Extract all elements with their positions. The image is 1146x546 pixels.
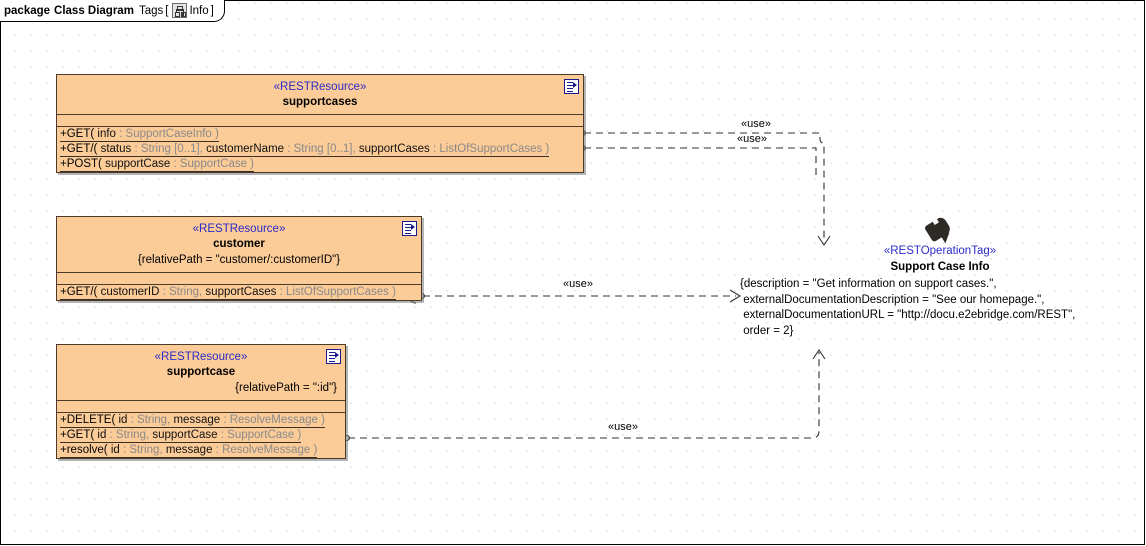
- dependency-use-2: [584, 147, 817, 175]
- document-icon[interactable]: [326, 349, 341, 364]
- tag-stereotype: «RESTOperationTag»: [883, 245, 997, 257]
- class-box-supportcases[interactable]: «RESTResource» supportcases +GET( info :…: [56, 74, 584, 173]
- class-constraint: {relativePath = ":id"}: [235, 382, 337, 394]
- tag-properties: {description = "Get information on suppo…: [740, 278, 1076, 337]
- class-box-customer[interactable]: «RESTResource» customer {relativePath = …: [56, 216, 422, 301]
- frame-keyword: package: [4, 4, 51, 17]
- class-stereotype: «RESTResource»: [154, 351, 248, 363]
- class-operations-compartment: +DELETE( id : String, message : ResolveM…: [57, 413, 345, 458]
- class-separator: [57, 272, 421, 273]
- arrowhead-right: [729, 289, 742, 303]
- connector-label-use-3: «use»: [563, 278, 593, 290]
- class-separator: [57, 400, 345, 401]
- class-header-supportcases: «RESTResource» supportcases: [57, 75, 583, 114]
- operation-row[interactable]: +POST( supportCase : SupportCase ): [60, 158, 255, 172]
- class-separator: [57, 114, 583, 115]
- dependency-use-4: [348, 352, 820, 439]
- class-operations-compartment: +GET( info : SupportCaseInfo ) +GET/( st…: [57, 127, 583, 172]
- class-header-supportcase: «RESTResource» supportcase {relativePath…: [57, 345, 345, 400]
- class-name: supportcase: [166, 366, 236, 378]
- class-attributes-compartment: [57, 115, 583, 126]
- class-operations-compartment: +GET/( customerID : String, supportCases…: [57, 285, 421, 300]
- arrowhead-up: [812, 349, 826, 360]
- operation-row[interactable]: +GET( id : String, supportCase : Support…: [60, 429, 302, 443]
- diagram-frame-label[interactable]: package Class Diagram Tags [ Info ]: [0, 0, 225, 22]
- document-icon[interactable]: [402, 221, 417, 236]
- frame-name: Class Diagram: [54, 4, 134, 17]
- class-separator: [57, 412, 345, 413]
- class-separator: [57, 284, 421, 285]
- frame-bracket-close: ]: [210, 4, 214, 17]
- class-stereotype: «RESTResource»: [192, 223, 286, 235]
- class-name: customer: [213, 238, 265, 250]
- class-header-customer: «RESTResource» customer {relativePath = …: [57, 217, 421, 272]
- class-stereotype: «RESTResource»: [273, 81, 367, 93]
- class-name: supportcases: [282, 96, 358, 108]
- operation-row[interactable]: +GET/( status : String [0..1], customerN…: [60, 143, 550, 157]
- operation-row[interactable]: +GET( info : SupportCaseInfo ): [60, 128, 219, 142]
- connector-label-use-1: «use»: [741, 118, 771, 130]
- class-separator: [57, 126, 583, 127]
- frame-tags-label: Tags: [138, 4, 164, 17]
- class-box-supportcase[interactable]: «RESTResource» supportcase {relativePath…: [56, 344, 346, 459]
- frame-bracket-open: [: [165, 4, 169, 17]
- tag-title: Support Case Info: [890, 261, 990, 273]
- operation-row[interactable]: +GET/( customerID : String, supportCases…: [60, 286, 396, 300]
- tag-node-support-case-info[interactable]: «RESTOperationTag» Support Case Info {de…: [740, 215, 1140, 339]
- class-constraint: {relativePath = "customer/:customerID"}: [137, 254, 341, 266]
- class-attributes-compartment: [57, 401, 345, 412]
- frame-tag-value: Info: [189, 4, 209, 17]
- operation-row[interactable]: +DELETE( id : String, message : ResolveM…: [60, 414, 325, 428]
- hierarchy-icon[interactable]: [172, 3, 188, 18]
- operation-row[interactable]: +resolve( id : String, message : Resolve…: [60, 444, 318, 458]
- connector-label-use-2: «use»: [737, 133, 767, 145]
- price-tag-icon: [923, 215, 957, 244]
- class-attributes-compartment: [57, 273, 421, 284]
- document-icon[interactable]: [564, 79, 579, 94]
- connector-label-use-4: «use»: [608, 421, 638, 433]
